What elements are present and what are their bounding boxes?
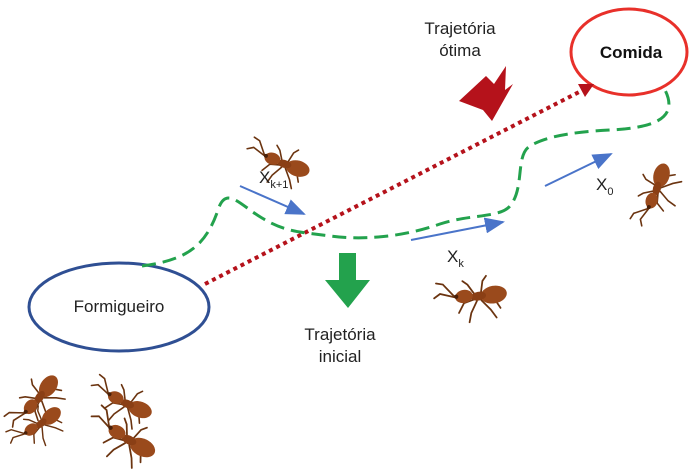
initial-arrow-icon [325,253,370,308]
ant-icon [629,159,685,233]
x0-base: X [596,175,607,194]
optimal-arrow-icon [459,66,513,121]
vector-xk [411,222,503,240]
xk-sub: k [458,258,464,270]
xk-base: X [447,247,458,266]
xk1-base: X [259,168,270,187]
optimal-trajectory-line2: ótima [400,40,520,62]
nest-label: Formigueiro [49,296,189,318]
optimal-trajectory-line1: Trajetória [400,18,520,40]
initial-trajectory-line2: inicial [280,346,400,368]
xk1-sub: k+1 [270,179,288,191]
ant-icon [82,373,158,433]
x0-label: X0 [596,174,613,198]
initial-trajectory-line1: Trajetória [280,324,400,346]
ant-icon [432,272,511,328]
xk1-label: Xk+1 [259,167,288,191]
optimal-path-arrowhead [578,84,594,97]
x0-sub: 0 [607,186,613,198]
initial-trajectory-label: Trajetória inicial [280,324,400,368]
xk-label: Xk [447,246,464,270]
optimal-trajectory-label: Trajetória ótima [400,18,520,62]
initial-path [142,90,669,266]
food-label: Comida [585,42,677,64]
